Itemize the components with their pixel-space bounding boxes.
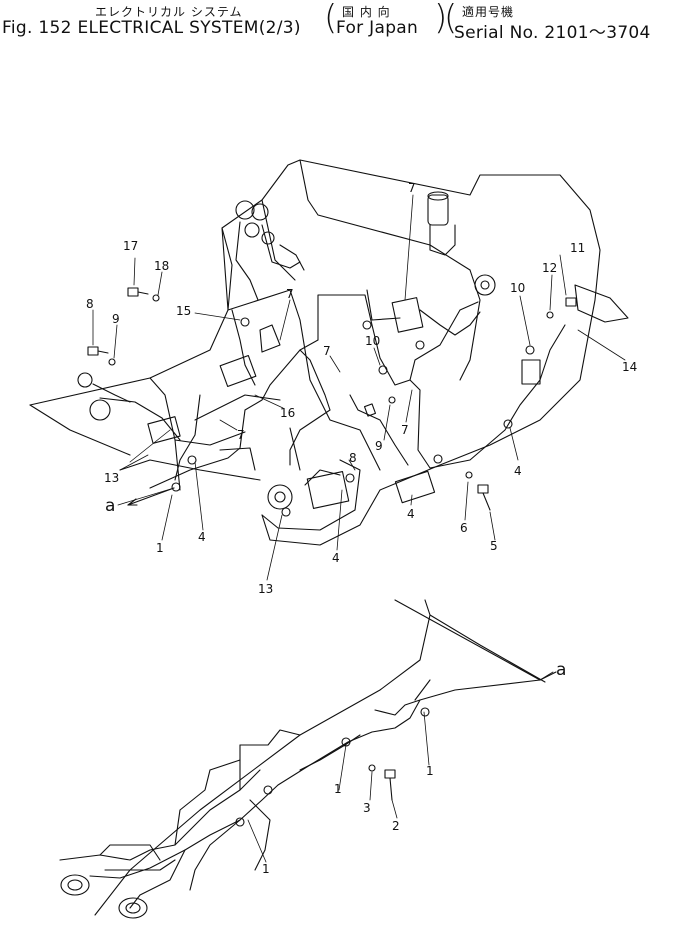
figure-number: Fig. 152 [2, 18, 72, 38]
callout-15: 15 [176, 304, 191, 318]
label-a: a [556, 660, 566, 680]
lamp-left [77, 372, 131, 421]
callout-12: 12 [542, 261, 557, 275]
close-paren: ) [434, 0, 448, 38]
callout-4: 4 [407, 507, 415, 521]
callout-7: 7 [286, 287, 294, 301]
subtitle-japanese: エレクトリカル システム [95, 5, 243, 19]
lamp-rear [267, 484, 293, 510]
lamps-lower [60, 874, 148, 919]
callout-18: 18 [154, 259, 169, 273]
callout-6: 6 [460, 521, 468, 535]
leader-lines-upper [92, 194, 626, 581]
lamp-right [474, 274, 496, 296]
arrow-a-top [127, 487, 175, 506]
callout-9: 9 [112, 312, 120, 326]
clamps-lower [235, 707, 430, 827]
callout-14: 14 [622, 360, 637, 374]
callout-17: 17 [123, 239, 138, 253]
label-a: a [105, 496, 115, 516]
callout-1: 1 [426, 764, 434, 778]
gauge-cluster [235, 200, 305, 301]
callout-13: 13 [104, 471, 119, 485]
callout-9: 9 [375, 439, 383, 453]
open-paren: ( [444, 0, 458, 38]
callout-8: 8 [86, 297, 94, 311]
figure-title-text: ELECTRICAL SYSTEM(2/3) [77, 18, 301, 38]
callout-4: 4 [514, 464, 522, 478]
callouts-upper: 17 18 8 9 15 7 7 7 10 11 12 10 14 16 7 9… [86, 181, 637, 596]
callout-16: 16 [280, 406, 295, 420]
callout-5: 5 [490, 539, 498, 553]
serial-text: Serial No. 2101～3704 [454, 23, 651, 43]
callout-10: 10 [365, 334, 380, 348]
figure-title: Fig. 152 ELECTRICAL SYSTEM(2/3) [2, 18, 301, 38]
muffler [427, 191, 456, 256]
callout-3: 3 [363, 801, 371, 815]
lower-frame-outline [59, 599, 546, 916]
callout-1: 1 [156, 541, 164, 555]
serial-japanese: 適用号機 [462, 5, 515, 19]
callout-11: 11 [570, 241, 585, 255]
harness-lower [89, 679, 541, 909]
callout-7: 7 [323, 344, 331, 358]
callouts-lower: a 1 1 3 2 1 [262, 660, 566, 876]
open-paren: ( [324, 0, 338, 38]
arrow-a-bottom [539, 671, 557, 681]
callout-7: 7 [237, 428, 245, 442]
callout-4: 4 [198, 530, 206, 544]
callout-1: 1 [334, 782, 342, 796]
harness-upper [99, 294, 566, 489]
region-text: For Japan [336, 18, 419, 38]
callout-8: 8 [349, 451, 357, 465]
callout-1: 1 [262, 862, 270, 876]
callout-7: 7 [408, 181, 416, 195]
callout-2: 2 [392, 819, 400, 833]
region-japanese: 国 内 向 [342, 5, 391, 19]
callout-13: 13 [258, 582, 273, 596]
callout-7: 7 [401, 423, 409, 437]
clamps-upper [171, 317, 535, 517]
machine-body-outline [29, 159, 601, 546]
leader-lines-lower [247, 671, 554, 863]
bolts-upper [87, 287, 577, 511]
bracket-group [147, 284, 629, 509]
callout-4: 4 [332, 551, 340, 565]
callout-10: 10 [510, 281, 525, 295]
